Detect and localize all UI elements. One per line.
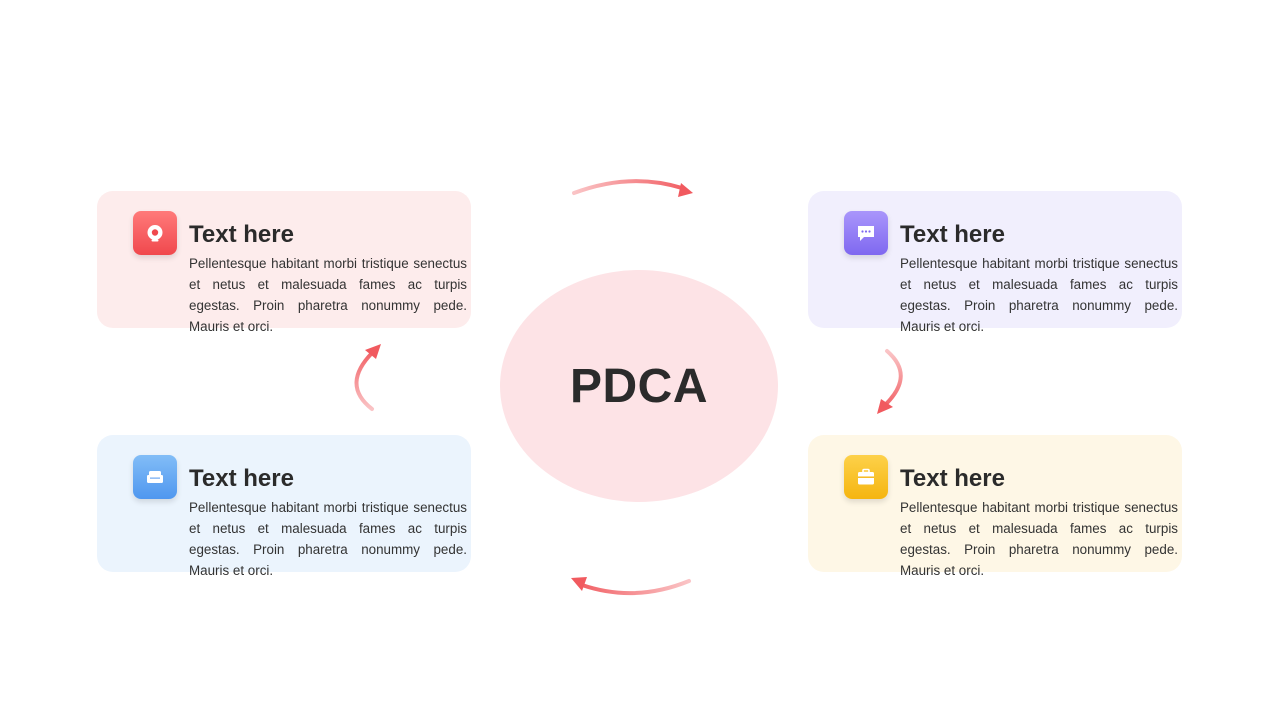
arrow-right-head (877, 399, 893, 414)
card-do-body: Pellentesque habitant morbi tristique se… (900, 256, 1178, 334)
arrow-top (572, 179, 693, 197)
card-plan-icon-tile (133, 211, 177, 255)
arrow-left (354, 344, 381, 411)
sofa-icon (147, 471, 163, 483)
briefcase-icon (858, 468, 874, 485)
card-act-body: Pellentesque habitant morbi tristique se… (189, 500, 467, 578)
card-plan-title: Text here (189, 221, 294, 248)
card-plan: Text here Pellentesque habitant morbi tr… (97, 191, 471, 334)
arrow-bottom-head (571, 577, 587, 591)
card-act-title: Text here (189, 465, 294, 492)
card-check-title: Text here (900, 465, 1005, 492)
center-label: PDCA (569, 359, 708, 413)
camera-icon (147, 225, 163, 242)
card-check-icon-tile (844, 455, 888, 499)
card-do: Text here Pellentesque habitant morbi tr… (808, 191, 1182, 334)
pdca-center-ellipse: PDCA (500, 270, 778, 502)
arrow-left-head (365, 344, 381, 359)
card-do-title: Text here (900, 221, 1005, 248)
card-check: Text here Pellentesque habitant morbi tr… (808, 435, 1182, 578)
arrow-bottom (571, 577, 691, 596)
card-act-icon-tile (133, 455, 177, 499)
card-do-icon-tile (844, 211, 888, 255)
arrow-right (877, 349, 903, 414)
card-act: Text here Pellentesque habitant morbi tr… (97, 435, 471, 578)
card-check-body: Pellentesque habitant morbi tristique se… (900, 500, 1178, 578)
card-plan-body: Pellentesque habitant morbi tristique se… (189, 256, 467, 334)
arrow-top-head (678, 183, 693, 197)
chat-icon (858, 226, 874, 241)
